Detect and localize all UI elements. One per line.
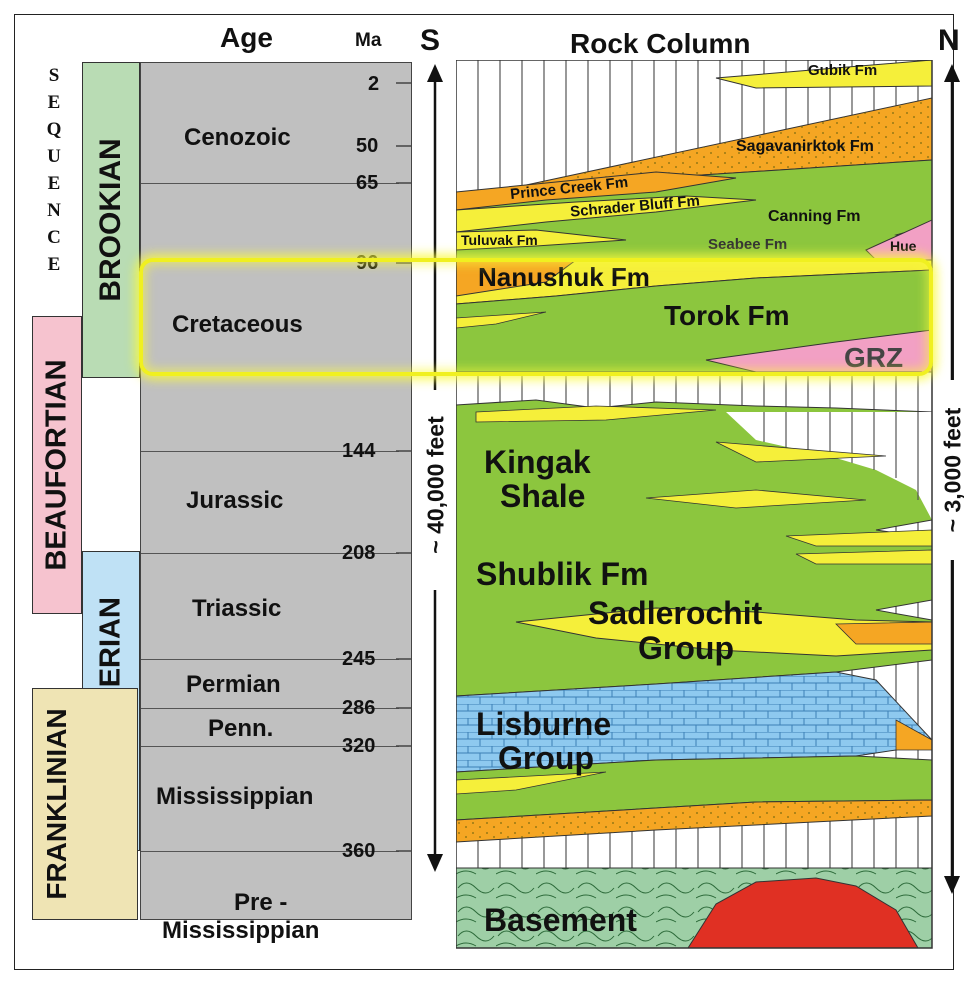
ma-208: 208: [342, 542, 375, 565]
south-header: S: [420, 24, 440, 58]
kingak-label-line2: Shale: [500, 478, 585, 515]
ma-245: 245: [342, 648, 375, 671]
ma-144: 144: [342, 440, 375, 463]
ma-50: 50: [356, 135, 378, 158]
basement-label: Basement: [484, 902, 637, 939]
shublik-label: Shublik Fm: [476, 556, 648, 593]
ma-320: 320: [342, 735, 375, 758]
age-header: Age: [220, 22, 273, 54]
brookian-sequence-bar: BROOKIAN: [82, 62, 140, 378]
canning-label: Canning Fm: [768, 208, 860, 226]
sequence-label: S E Q U E N C E: [34, 62, 74, 278]
era-mississippian: Mississippian: [150, 784, 396, 809]
north-thickness-label: ~ 3,000 feet: [940, 408, 967, 533]
sadlerochit-label-line1: Sadlerochit: [588, 595, 762, 632]
franklinian-sequence-bar: FRANKLINIAN: [32, 688, 138, 920]
beaufortian-sequence-bar: BEAUFORTIAN: [32, 316, 82, 614]
era-pre-mississippian-line1: Pre -: [150, 890, 474, 915]
sequence-letter: Q: [34, 116, 74, 143]
lisburne-label-line2: Group: [498, 740, 594, 777]
sadlerochit-label-line2: Group: [638, 630, 734, 667]
ma-65: 65: [356, 172, 378, 195]
lisburne-label-line1: Lisburne: [476, 706, 611, 743]
sequence-letter: C: [34, 224, 74, 251]
south-thickness-label: ~ 40,000 feet: [423, 416, 450, 553]
era-jurassic: Jurassic: [150, 488, 426, 513]
north-header: N: [938, 24, 960, 58]
ma-360: 360: [342, 840, 375, 863]
rock-column-header: Rock Column: [570, 28, 750, 60]
sequence-letter: S: [34, 62, 74, 89]
sequence-letter: E: [34, 251, 74, 278]
sequence-letter: U: [34, 143, 74, 170]
sagavanirktok-label: Sagavanirktok Fm: [736, 138, 874, 156]
ma-286: 286: [342, 697, 375, 720]
seabee-label: Seabee Fm: [708, 236, 787, 253]
era-permian: Permian: [150, 672, 426, 697]
hue-label: Hue: [890, 238, 916, 254]
franklinian-label: FRANKLINIAN: [41, 708, 73, 899]
ma-header: Ma: [355, 30, 381, 52]
sequence-letter: E: [34, 170, 74, 197]
kingak-label-line1: Kingak: [484, 444, 591, 481]
era-pre-mississippian-line2: Mississippian: [150, 918, 402, 943]
sequence-letter: N: [34, 197, 74, 224]
brookian-label: BROOKIAN: [94, 138, 128, 301]
cretaceous-highlight-box: [139, 258, 933, 376]
tuluvak-label: Tuluvak Fm: [461, 232, 538, 248]
sequence-letter: E: [34, 89, 74, 116]
gubik-label: Gubik Fm: [808, 62, 877, 79]
ma-ticks: [390, 60, 412, 860]
beaufortian-label: BEAUFORTIAN: [41, 359, 74, 570]
era-cenozoic: Cenozoic: [150, 125, 424, 150]
ma-2: 2: [368, 73, 379, 96]
